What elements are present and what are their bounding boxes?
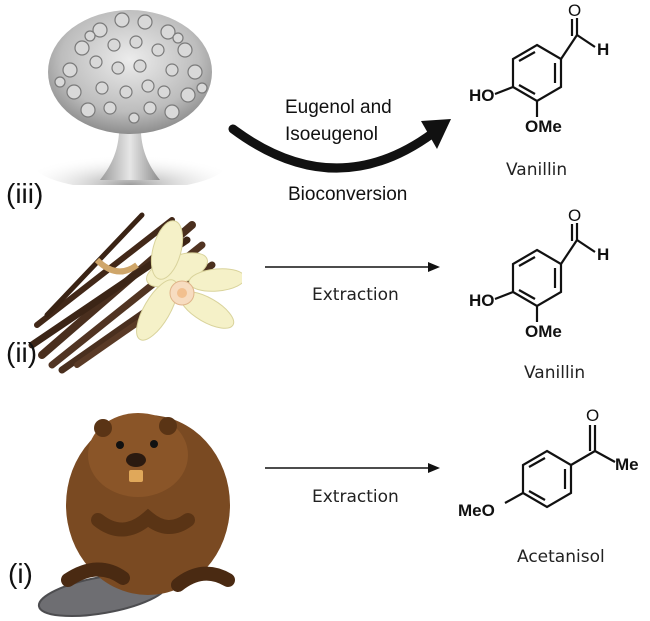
process-label-extraction-ii: Extraction [312, 285, 399, 305]
atom-ome: OMe [525, 117, 562, 136]
atom-h: H [597, 245, 609, 264]
process-label-eugenol: Eugenol and [285, 97, 392, 118]
bioconversion-curved-arrow [228, 119, 451, 173]
atom-h: H [597, 40, 609, 59]
atom-me: Me [615, 455, 639, 474]
label-ii: (ii) [6, 337, 38, 368]
row-vanilla-extraction: (ii) Extraction O H HO OMe Vanillin [0, 205, 650, 390]
extraction-arrow-ii [265, 262, 440, 272]
vanillin-structure-ii: O H HO OMe [469, 206, 609, 341]
atom-ho: HO [469, 86, 495, 105]
beaver-image [37, 413, 235, 618]
label-iii: (iii) [6, 178, 44, 209]
row-bioconversion: (iii) Eugenol and Isoeugenol Bioconversi… [0, 0, 650, 210]
atom-o: O [568, 1, 581, 20]
fungus-image [35, 10, 225, 185]
product-name-acetanisol: Acetanisol [517, 547, 605, 567]
row-beaver-extraction: (i) Extraction O Me MeO Acetanisol [0, 395, 650, 621]
atom-o: O [568, 206, 581, 225]
vanilla-image [28, 212, 242, 374]
atom-o: O [586, 406, 599, 425]
process-label-bioconversion: Bioconversion [288, 184, 408, 205]
vanillin-structure-iii: O H HO OMe [469, 1, 609, 136]
process-label-isoeugenol: Isoeugenol [285, 124, 378, 145]
product-name-vanillin-iii: Vanillin [506, 160, 568, 180]
atom-ome: OMe [525, 322, 562, 341]
label-i: (i) [8, 558, 33, 589]
atom-ho: HO [469, 291, 495, 310]
atom-meo: MeO [458, 501, 495, 520]
acetanisol-structure: O Me MeO [458, 406, 639, 520]
product-name-vanillin-ii: Vanillin [524, 363, 586, 383]
process-label-extraction-i: Extraction [312, 487, 399, 507]
extraction-arrow-i [265, 463, 440, 473]
